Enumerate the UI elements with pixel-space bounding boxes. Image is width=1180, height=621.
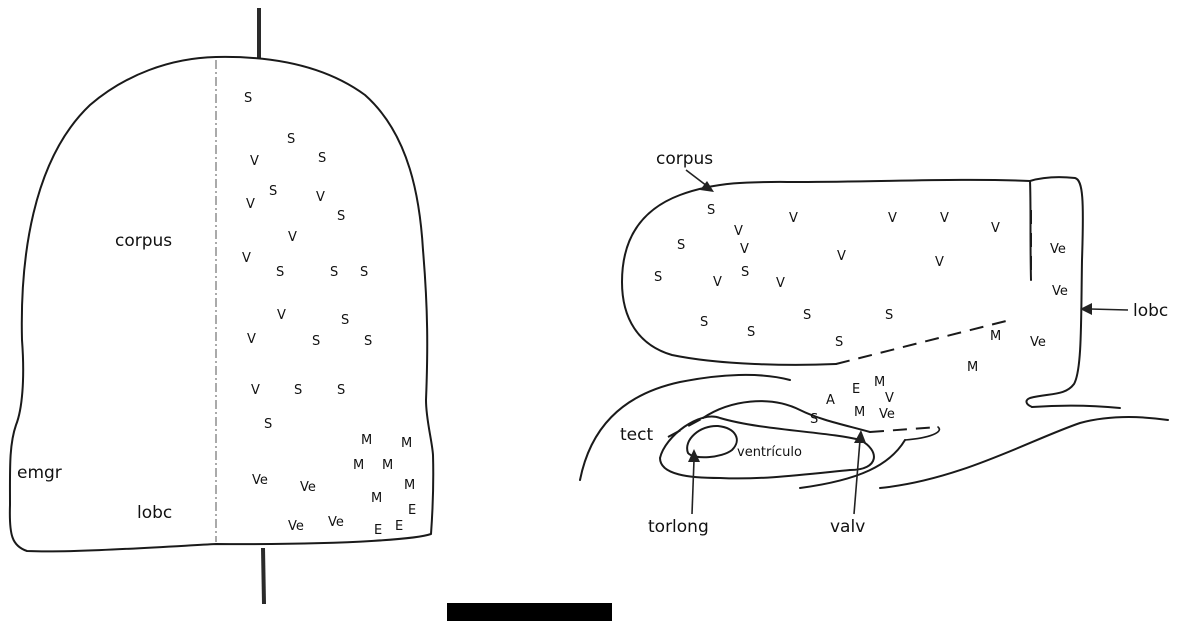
marker: V bbox=[789, 211, 798, 226]
marker: Ve bbox=[1052, 284, 1068, 299]
valvula-upper-outline bbox=[703, 401, 870, 432]
marker: V bbox=[316, 190, 325, 205]
label-ventriculo: ventrículo bbox=[737, 445, 802, 460]
arrow-torlong-line bbox=[692, 460, 694, 514]
marker: V bbox=[277, 308, 286, 323]
marker: V bbox=[734, 224, 743, 239]
label-torlong: torlong bbox=[648, 517, 709, 537]
marker: S bbox=[294, 383, 302, 398]
marker: S bbox=[337, 209, 345, 224]
marker: M bbox=[382, 458, 393, 473]
marker: M bbox=[967, 360, 978, 375]
marker: M bbox=[401, 436, 412, 451]
marker: S bbox=[364, 334, 372, 349]
marker: E bbox=[395, 519, 403, 534]
marker: S bbox=[341, 313, 349, 328]
marker: V bbox=[250, 154, 259, 169]
marker: S bbox=[287, 132, 295, 147]
corpus-basal-dashed-line bbox=[836, 320, 1010, 364]
marker: V bbox=[837, 249, 846, 264]
marker: S bbox=[360, 265, 368, 280]
label-corpus-dorsal: corpus bbox=[115, 231, 172, 251]
marker: V bbox=[776, 276, 785, 291]
corpus-outline bbox=[622, 180, 1030, 365]
marker: V bbox=[935, 255, 944, 270]
marker: V bbox=[713, 275, 722, 290]
marker: S bbox=[318, 151, 326, 166]
marker: Ve bbox=[1030, 335, 1046, 350]
marker: S bbox=[803, 308, 811, 323]
dorsal-outline bbox=[10, 57, 433, 552]
marker: Ve bbox=[328, 515, 344, 530]
label-emgr: emgr bbox=[17, 463, 62, 483]
marker: M bbox=[353, 458, 364, 473]
lateral-view: corpus lobc tect ventrículo torlong valv… bbox=[580, 149, 1168, 537]
marker: V bbox=[288, 230, 297, 245]
marker: Ve bbox=[1050, 242, 1066, 257]
marker: V bbox=[247, 332, 256, 347]
marker: M bbox=[361, 433, 372, 448]
marker: S bbox=[700, 315, 708, 330]
dorsal-view: corpus emgr lobc S S V S V S V S V V S S… bbox=[10, 8, 433, 604]
marker: M bbox=[371, 491, 382, 506]
marker: S bbox=[330, 265, 338, 280]
marker: M bbox=[990, 329, 1001, 344]
label-valv: valv bbox=[830, 517, 865, 537]
marker: V bbox=[991, 221, 1000, 236]
marker: V bbox=[740, 242, 749, 257]
tectum-dashed-line bbox=[668, 418, 703, 437]
marker: V bbox=[885, 391, 894, 406]
marker: V bbox=[940, 211, 949, 226]
arrow-lobc-line bbox=[1090, 309, 1128, 310]
label-lobc-dorsal: lobc bbox=[137, 503, 172, 523]
arrow-corpus-line bbox=[686, 170, 707, 186]
marker: Ve bbox=[252, 473, 268, 488]
marker: V bbox=[246, 197, 255, 212]
marker: M bbox=[404, 478, 415, 493]
arrow-valv-head bbox=[854, 430, 866, 443]
marker: S bbox=[835, 335, 843, 350]
marker: S bbox=[312, 334, 320, 349]
marker: S bbox=[810, 412, 818, 427]
valvula-lower-outline bbox=[800, 440, 905, 488]
marker: E bbox=[852, 382, 860, 397]
marker: S bbox=[337, 383, 345, 398]
marker: V bbox=[888, 211, 897, 226]
marker: S bbox=[269, 184, 277, 199]
marker: S bbox=[707, 203, 715, 218]
marker: S bbox=[244, 91, 252, 106]
marker: M bbox=[854, 405, 865, 420]
valvula-dashed-line bbox=[870, 427, 938, 432]
marker: S bbox=[677, 238, 685, 253]
label-lobc-lateral: lobc bbox=[1133, 301, 1168, 321]
marker: Ve bbox=[879, 407, 895, 422]
marker: S bbox=[654, 270, 662, 285]
marker: S bbox=[264, 417, 272, 432]
label-tect: tect bbox=[620, 425, 653, 445]
marker: E bbox=[374, 523, 382, 538]
caudal-contour bbox=[1032, 406, 1120, 408]
lateral-markers: S V V V V V S V Ve S V S V V Ve S S S S … bbox=[654, 203, 1068, 427]
marker: M bbox=[874, 375, 885, 390]
marker: S bbox=[741, 265, 749, 280]
marker: V bbox=[242, 251, 251, 266]
marker: Ve bbox=[288, 519, 304, 534]
marker: A bbox=[826, 393, 835, 408]
scale-bar bbox=[447, 603, 612, 621]
marker: S bbox=[747, 325, 755, 340]
marker: V bbox=[251, 383, 260, 398]
marker: Ve bbox=[300, 480, 316, 495]
marker: S bbox=[276, 265, 284, 280]
dorsal-markers: S S V S V S V S V V S S S V V S S V S S … bbox=[242, 91, 416, 538]
bottom-axis-line bbox=[263, 548, 264, 604]
marker: E bbox=[408, 503, 416, 518]
marker: S bbox=[885, 308, 893, 323]
label-corpus-lateral: corpus bbox=[656, 149, 713, 169]
